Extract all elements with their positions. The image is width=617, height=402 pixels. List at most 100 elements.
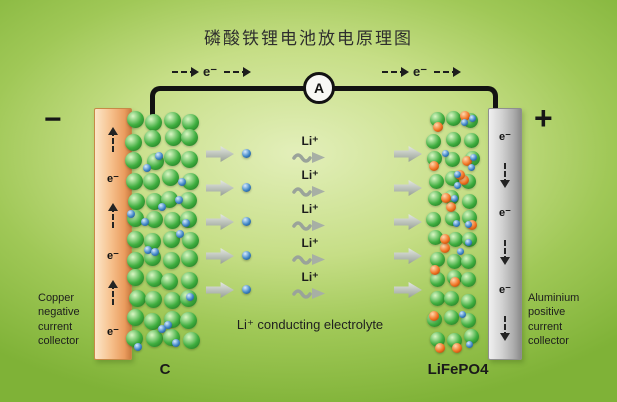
carbon-sphere-icon — [163, 111, 181, 129]
lithium-ion-icon — [453, 182, 461, 190]
carbon-sphere-icon — [146, 210, 164, 228]
carbon-sphere-icon — [182, 113, 200, 131]
electron-label: e⁻ — [107, 326, 119, 339]
iron-phosphate-sphere-icon — [451, 342, 462, 353]
iron-phosphate-sphere-icon — [434, 342, 445, 353]
copper-collector-label: Copper negative current collector — [38, 292, 80, 347]
carbon-sphere-icon — [126, 251, 144, 269]
electron-label: e⁻ — [499, 207, 511, 220]
copper-electron-flow: e⁻e⁻e⁻ — [95, 109, 131, 359]
iron-phosphate-sphere-icon — [460, 111, 471, 122]
lithium-ion-icon — [450, 195, 458, 203]
lithium-ion-icon — [457, 247, 465, 255]
right-arrow-icon — [224, 67, 252, 77]
iron-phosphate-sphere-icon — [446, 202, 457, 213]
electron-label: e⁻ — [107, 249, 119, 262]
lithium-ion-icon — [157, 203, 166, 212]
ion-arrow-icon — [394, 248, 422, 264]
wavy-arrow-icon — [292, 253, 328, 266]
carbon-sphere-icon — [125, 173, 143, 191]
oxygen-sphere-icon — [445, 110, 461, 126]
oxygen-sphere-icon — [447, 232, 463, 248]
lithium-ion-icon — [154, 151, 163, 160]
oxygen-sphere-icon — [461, 193, 477, 209]
aluminium-collector-label: Aluminium positive current collector — [528, 292, 580, 347]
oxygen-sphere-icon — [463, 132, 479, 148]
lithium-ion-icon — [464, 221, 472, 229]
lithium-ion-icon — [466, 340, 474, 348]
lithium-ion-icon — [242, 251, 251, 260]
oxygen-sphere-icon — [463, 329, 479, 345]
carbon-sphere-icon — [164, 129, 182, 147]
wavy-arrow-icon — [292, 185, 328, 198]
lithium-ion-icon — [144, 245, 153, 254]
carbon-sphere-icon — [127, 309, 145, 326]
carbon-sphere-icon — [163, 149, 181, 167]
li-ion-label: Li⁺ — [301, 134, 319, 148]
ion-arrow-icon — [206, 248, 234, 264]
carbon-sphere-icon — [180, 129, 198, 147]
lithium-ion-icon — [140, 217, 149, 226]
iron-phosphate-sphere-icon — [429, 265, 440, 276]
cathode-label: LiFePO4 — [427, 361, 489, 378]
carbon-sphere-icon — [179, 192, 197, 210]
li-ion-label: Li⁺ — [301, 168, 319, 182]
electron-flow-left-label: e⁻ — [203, 64, 218, 79]
aluminium-electron-flow: e⁻e⁻e⁻ — [489, 109, 521, 359]
electron-label: e⁻ — [499, 130, 511, 143]
li-ion-label: Li⁺ — [301, 270, 319, 284]
aluminium-current-collector: e⁻e⁻e⁻ — [488, 108, 522, 360]
ammeter: A — [303, 72, 335, 104]
ion-arrow-icon — [394, 214, 422, 230]
iron-phosphate-sphere-icon — [461, 155, 472, 166]
lithium-ion-icon — [242, 183, 251, 192]
lithium-ion-icon — [175, 196, 184, 205]
carbon-sphere-icon — [161, 190, 179, 208]
oxygen-sphere-icon — [444, 151, 460, 167]
oxygen-sphere-icon — [444, 310, 460, 326]
anode-label: C — [159, 361, 171, 378]
ion-arrow-icon — [206, 180, 234, 196]
iron-phosphate-sphere-icon — [432, 122, 443, 133]
lithium-ion-icon — [142, 164, 151, 173]
carbon-sphere-icon — [126, 269, 144, 287]
carbon-sphere-icon — [163, 292, 181, 310]
electron-arrow-down-icon — [500, 316, 510, 342]
electron-flow-right-label: e⁻ — [413, 64, 428, 79]
lithium-ion-icon — [127, 209, 136, 218]
carbon-sphere-icon — [144, 312, 162, 330]
lithium-ion-icon — [464, 239, 472, 247]
iron-phosphate-sphere-icon — [429, 311, 440, 322]
carbon-sphere-icon — [127, 110, 145, 128]
lithium-ion-icon — [178, 178, 187, 187]
carbon-sphere-icon — [180, 250, 198, 268]
carbon-sphere-icon — [125, 133, 143, 151]
lithium-ion-icon — [242, 217, 251, 226]
iron-phosphate-sphere-icon — [440, 233, 451, 244]
oxygen-sphere-icon — [460, 271, 476, 287]
lithium-ion-icon — [185, 293, 194, 302]
carbon-sphere-icon — [161, 169, 179, 187]
carbon-sphere-icon — [181, 272, 199, 290]
positive-terminal-sign: + — [534, 100, 553, 136]
ion-arrow-icon — [394, 282, 422, 298]
oxygen-sphere-icon — [446, 131, 462, 147]
lithium-ion-icon — [163, 321, 172, 330]
oxygen-sphere-icon — [429, 251, 445, 267]
electron-arrow-up-icon — [108, 203, 118, 229]
ion-arrow-icon — [394, 146, 422, 162]
carbon-sphere-icon — [161, 273, 179, 291]
lithium-ion-icon — [454, 170, 462, 178]
wavy-arrow-icon — [292, 219, 328, 232]
oxygen-sphere-icon — [444, 291, 460, 307]
diagram-title: 磷酸铁锂电池放电原理图 — [204, 29, 413, 48]
lithium-ion-icon — [467, 163, 475, 171]
electron-arrow-down-icon — [500, 163, 510, 189]
oxygen-sphere-icon — [428, 230, 444, 246]
oxygen-sphere-icon — [426, 211, 442, 227]
ion-arrow-icon — [206, 282, 234, 298]
iron-phosphate-sphere-icon — [428, 160, 439, 171]
carbon-sphere-icon — [181, 231, 199, 249]
iron-phosphate-sphere-icon — [467, 219, 478, 230]
